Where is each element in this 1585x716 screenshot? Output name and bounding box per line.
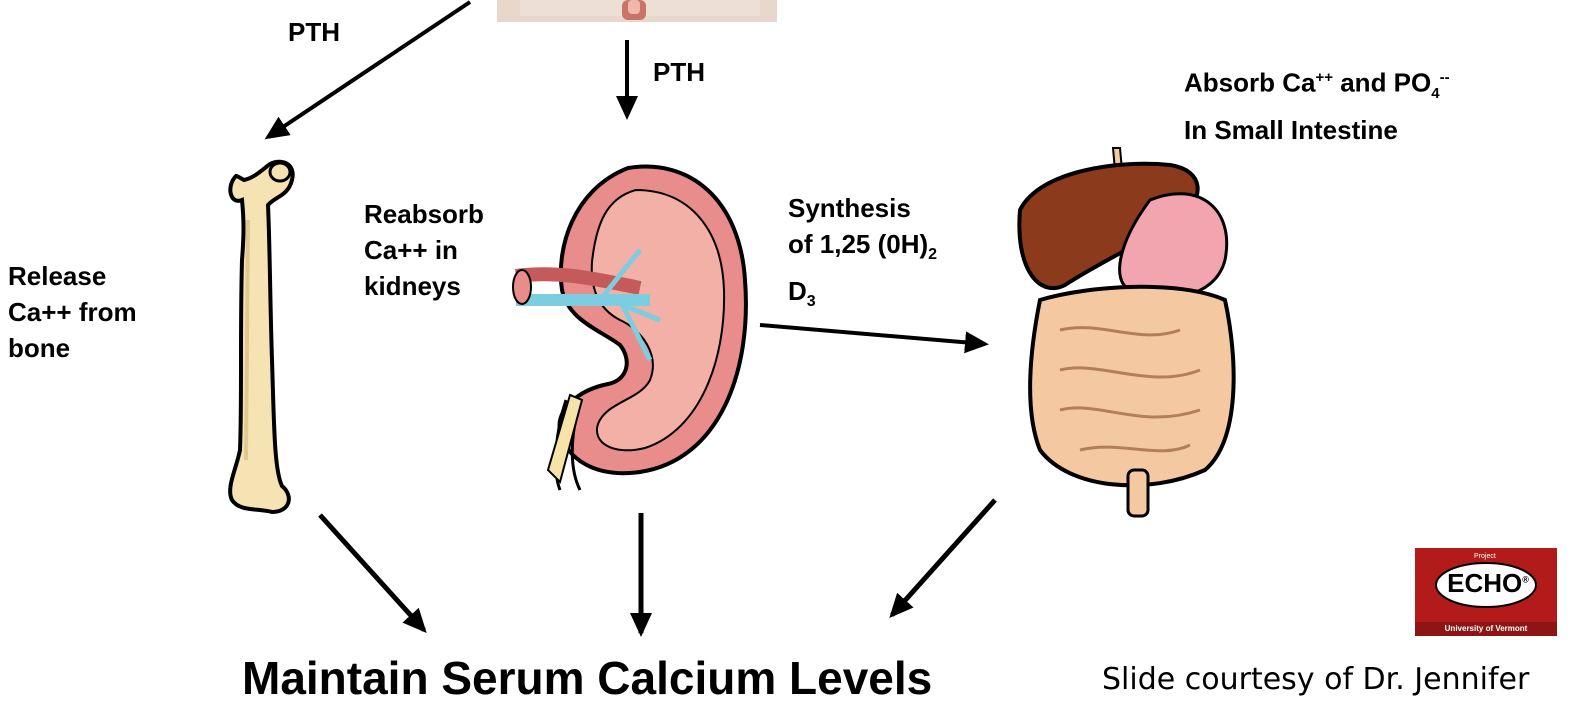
synthesis-line3: D3 [788,273,937,320]
bone-illustration [230,162,293,512]
absorb-text: Absorb Ca [1184,68,1315,98]
echo-logo-echo: ECHO [1447,568,1522,598]
bone-release-label: Release Ca++ from bone [8,258,137,366]
pth-label-center: PTH [653,54,705,90]
intestine-absorb-line1: Absorb Ca++ and PO4-- [1184,60,1450,112]
bone-label-line3: bone [8,330,137,366]
intestine-illustration [1019,148,1233,516]
pth-label-left: PTH [288,14,340,50]
absorb-sub-4: 4 [1431,85,1439,102]
synthesis-line2-text: of 1,25 (0H) [788,229,928,259]
echo-logo-top-text: Project [1474,553,1496,560]
echo-logo-bottom-text: University of Vermont [1420,624,1552,633]
arrow-intestine-to-serum [892,500,995,615]
bone-label-line2: Ca++ from [8,294,137,330]
echo-logo-registered: ® [1522,574,1529,584]
synthesis-sub-2: 2 [928,246,937,263]
arrow-bone-to-serum [320,515,424,630]
synthesis-sub-3: 3 [807,293,816,310]
synthesis-line1: Synthesis [788,190,937,226]
absorb-sup-ca: ++ [1315,69,1333,86]
main-title: Maintain Serum Calcium Levels [242,648,932,708]
absorb-mid: and PO [1333,68,1431,98]
intestine-absorb-line2: In Small Intestine [1184,112,1450,148]
echo-logo-main-text: ECHO® [1447,568,1529,599]
kidney-reabsorb-label: Reabsorb Ca++ in kidneys [364,196,484,304]
bone-label-line1: Release [8,258,137,294]
kidney-label-line1: Reabsorb [364,196,484,232]
parathyroid-image [497,0,777,22]
synthesis-line2: of 1,25 (0H)2 [788,226,937,273]
intestine-absorb-label: Absorb Ca++ and PO4-- In Small Intestine [1184,60,1450,148]
synthesis-line3-text: D [788,276,807,306]
absorb-sup-po4: -- [1440,69,1450,86]
kidney-illustration [513,167,746,490]
arrow-kidney-to-intestine [760,325,985,344]
synthesis-label: Synthesis of 1,25 (0H)2 D3 [788,190,937,320]
slide-credit: Slide courtesy of Dr. Jennifer [1102,662,1529,697]
kidney-label-line2: Ca++ in [364,232,484,268]
kidney-label-line3: kidneys [364,268,484,304]
